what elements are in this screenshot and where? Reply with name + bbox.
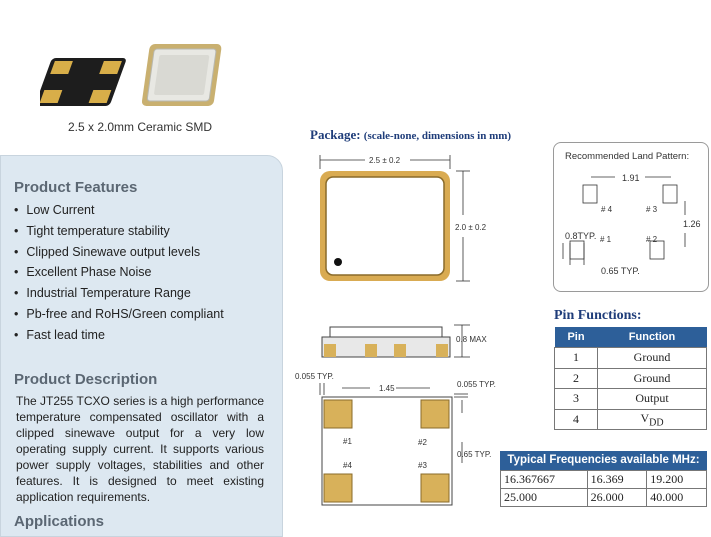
table-row: 25.000 26.000 40.000	[500, 488, 707, 507]
pin-number: 2	[553, 367, 599, 389]
table-row: 3 Output	[553, 388, 707, 410]
feature-item: Low Current	[14, 200, 274, 221]
pad-label: #3	[418, 461, 427, 470]
pin-functions-table: Pin Function 1 Ground 2 Ground 3 Output …	[553, 327, 707, 430]
feature-item: Tight temperature stability	[14, 221, 274, 242]
pin-functions-title: Pin Functions:	[554, 308, 642, 323]
dim-width: 2.5 ± 0.2	[369, 156, 401, 165]
table-row: 16.367667 16.369 19.200	[500, 470, 707, 489]
dim-pad-typ-b: 0.055 TYP.	[457, 380, 496, 389]
feature-item: Industrial Temperature Range	[14, 283, 274, 304]
table-row: 1 Ground	[553, 347, 707, 369]
pin-function: Ground	[597, 347, 707, 369]
feature-item: Clipped Sinewave output levels	[14, 242, 274, 263]
dim-pad-typ-c: 0.65 TYP.	[457, 450, 492, 459]
frequencies-table: 16.367667 16.369 19.200 25.000 26.000 40…	[500, 470, 707, 507]
frequency-cell: 25.000	[500, 488, 588, 507]
frequency-cell: 16.367667	[500, 470, 588, 489]
frequency-cell: 26.000	[586, 488, 648, 507]
package-title: Package: (scale-none, dimensions in mm)	[310, 127, 511, 143]
land-pad-label: # 2	[646, 235, 658, 244]
pad-label: #1	[343, 437, 352, 446]
pin-function: VDD	[597, 408, 707, 430]
land-pattern-title: Recommended Land Pattern:	[565, 151, 690, 162]
frequency-cell: 40.000	[646, 488, 707, 507]
pin-function-main: V	[640, 410, 650, 425]
land-pad-label: # 4	[601, 205, 613, 214]
feature-item: Excellent Phase Noise	[14, 262, 274, 283]
product-photo	[40, 44, 222, 106]
table-header: Pin Function	[554, 327, 707, 348]
features-list: Low Current Tight temperature stability …	[14, 200, 274, 346]
feature-item: Fast lead time	[14, 325, 274, 346]
package-subtitle: (scale-none, dimensions in mm)	[363, 130, 512, 142]
table-row: 2 Ground	[553, 367, 707, 389]
package-drawing	[319, 155, 470, 506]
pin-function: Ground	[597, 367, 707, 389]
dim-height: 2.0 ± 0.2	[455, 223, 487, 232]
pin-number: 3	[553, 388, 599, 410]
pin-number: 1	[553, 347, 599, 369]
dim-pad-pitch: 1.45	[379, 384, 395, 393]
package-title-label: Package:	[310, 127, 361, 142]
land-span-x: 1.91	[622, 173, 640, 183]
land-pattern-drawing	[562, 176, 686, 265]
frequencies-title: Typical Frequencies available MHz:	[500, 451, 707, 470]
land-pad-width: 0.8TYP.	[565, 231, 597, 241]
table-row: 4 VDD	[553, 408, 707, 430]
pad-label: #2	[418, 438, 427, 447]
land-pad-label: # 1	[600, 235, 612, 244]
dim-pad-typ-a: 0.055 TYP.	[295, 372, 334, 381]
header-function: Function	[597, 327, 707, 348]
pad-label: #4	[343, 461, 352, 470]
land-pattern-box	[553, 142, 709, 292]
frequency-cell: 19.200	[646, 470, 707, 489]
pin-number: 4	[553, 408, 599, 430]
product-caption: 2.5 x 2.0mm Ceramic SMD	[67, 120, 213, 134]
frequency-cell: 16.369	[586, 470, 648, 489]
land-pad-height: 0.65 TYP.	[601, 266, 640, 276]
feature-item: Pb-free and RoHS/Green compliant	[14, 304, 274, 325]
dim-max-height: 0.8 MAX	[456, 335, 487, 344]
pin-function-sub: DD	[649, 416, 664, 428]
applications-title-cut: Applications	[14, 513, 105, 530]
land-pad-label: # 3	[646, 205, 658, 214]
header-pin: Pin	[554, 327, 598, 348]
description-text: The JT255 TCXO series is a high performa…	[16, 394, 264, 504]
features-title: Product Features	[14, 179, 138, 196]
description-title: Product Description	[14, 371, 158, 388]
land-span-y: 1.26	[683, 219, 701, 229]
pin-function: Output	[597, 388, 707, 410]
